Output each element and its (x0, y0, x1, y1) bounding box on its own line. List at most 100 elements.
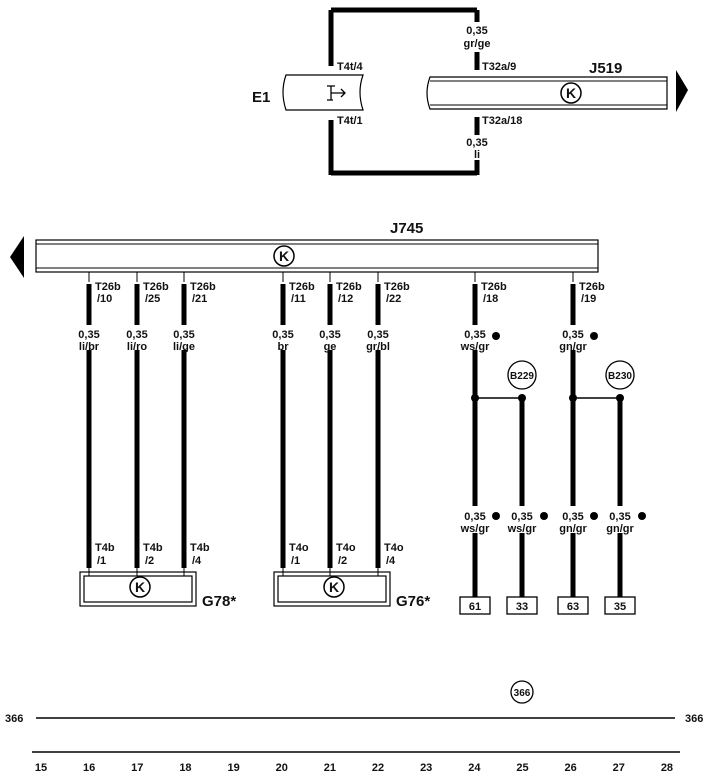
splice-junction (569, 394, 577, 402)
grid-number: 20 (276, 762, 288, 774)
wire-size: 0,35 (173, 329, 194, 341)
reference-box (604, 596, 636, 615)
sensor-k-symbol (129, 576, 151, 598)
pin-number: /22 (386, 293, 401, 305)
pin-number: /2 (338, 555, 347, 567)
pin-number: /4 (192, 555, 202, 567)
splice-label: B229 (510, 371, 534, 382)
wire-color: gr/bl (366, 341, 390, 353)
wire-marker-dot (540, 512, 548, 520)
grid-number: 28 (661, 762, 673, 774)
j519-k-symbol (560, 82, 582, 104)
pin-number: /25 (145, 293, 160, 305)
ground-circle-label: 366 (514, 688, 531, 699)
grid-number: 15 (35, 762, 47, 774)
wire-size: 0,35 (511, 511, 532, 523)
wire-color: gr/ge (464, 38, 491, 50)
splice-circle (507, 360, 537, 390)
pin-number: /4 (386, 555, 396, 567)
grid-number: 26 (565, 762, 577, 774)
pin-number: /1 (97, 555, 106, 567)
wire-size: 0,35 (78, 329, 99, 341)
j745-component (35, 239, 599, 273)
grid-number: 18 (179, 762, 191, 774)
pin-number: /11 (291, 293, 306, 305)
pin-label: T26b (336, 281, 362, 293)
wire-marker-dot (638, 512, 646, 520)
pin-label: T4o (336, 542, 356, 554)
wire-color: gn/gr (606, 523, 634, 535)
grid-number: 23 (420, 762, 432, 774)
pin-label: T4b (95, 542, 115, 554)
pin-number: /12 (338, 293, 353, 305)
wire-size: 0,35 (464, 329, 485, 341)
splice-circle (605, 360, 635, 390)
j519-component (426, 76, 668, 110)
reference-box (557, 596, 589, 615)
j519-k-symbol-letter: K (566, 85, 576, 101)
wire-size: 0,35 (272, 329, 293, 341)
reference-box (506, 596, 538, 615)
reference-number: 33 (516, 601, 528, 613)
pin-label: T26b (95, 281, 121, 293)
wire-color: ws/gr (460, 523, 490, 535)
wire-size: 0,35 (367, 329, 388, 341)
wire-color: ws/gr (507, 523, 537, 535)
wire-size: 0,35 (609, 511, 630, 523)
ground-ref-right: 366 (685, 713, 703, 725)
sensor-k-symbol-letter: K (135, 579, 145, 595)
j745-k-symbol-letter: K (279, 248, 289, 264)
pin-label: T26b (384, 281, 410, 293)
pin-label: T4o (289, 542, 309, 554)
continue-right-arrow (676, 70, 688, 112)
pin-number: /18 (483, 293, 498, 305)
sensor-k-symbol (323, 576, 345, 598)
wire-color: li/ge (173, 341, 195, 353)
wire-size: 0,35 (319, 329, 340, 341)
j519-pin-top: T32a/9 (482, 61, 516, 73)
grid-number: 19 (227, 762, 239, 774)
j519-label: J519 (589, 60, 622, 77)
grid-number: 21 (324, 762, 336, 774)
pin-label: T26b (143, 281, 169, 293)
grid-number: 24 (468, 762, 481, 774)
ground-circle (510, 680, 534, 704)
pin-label: T4b (190, 542, 210, 554)
pin-label: T4o (384, 542, 404, 554)
sensor-k-symbol-letter: K (329, 579, 339, 595)
splice-junction (471, 394, 479, 402)
wire-size: 0,35 (126, 329, 147, 341)
pin-number: /2 (145, 555, 154, 567)
ground-ref-left: 366 (5, 713, 23, 725)
wire-marker-dot (492, 332, 500, 340)
reference-number: 63 (567, 601, 579, 613)
wire-color: gn/gr (559, 523, 587, 535)
wire-color: ws/gr (460, 341, 490, 353)
grid-number: 22 (372, 762, 384, 774)
reference-number: 61 (469, 601, 481, 613)
pin-number: /1 (291, 555, 300, 567)
e1-pin-bottom: T4t/1 (337, 115, 363, 127)
sensor-label: G78* (202, 593, 236, 610)
j745-k-symbol (273, 245, 295, 267)
pin-label: T4b (143, 542, 163, 554)
wire-color: li (474, 149, 480, 161)
pin-label: T26b (190, 281, 216, 293)
grid-number: 25 (516, 762, 528, 774)
e1-component (282, 74, 364, 111)
wire-color: br (278, 341, 290, 353)
grid-number: 27 (613, 762, 625, 774)
wire-color: li/br (79, 341, 100, 353)
wire-marker-dot (590, 512, 598, 520)
j745-label: J745 (390, 220, 423, 237)
pin-number: /21 (192, 293, 207, 305)
j519-pin-bottom: T32a/18 (482, 115, 522, 127)
sensor-label: G76* (396, 593, 430, 610)
wire-color: gn/gr (559, 341, 587, 353)
e1-label: E1 (252, 89, 270, 106)
wire-size: 0,35 (562, 329, 583, 341)
wire-size: 0,35 (466, 25, 487, 37)
reference-box (459, 596, 491, 615)
pin-label: T26b (289, 281, 315, 293)
